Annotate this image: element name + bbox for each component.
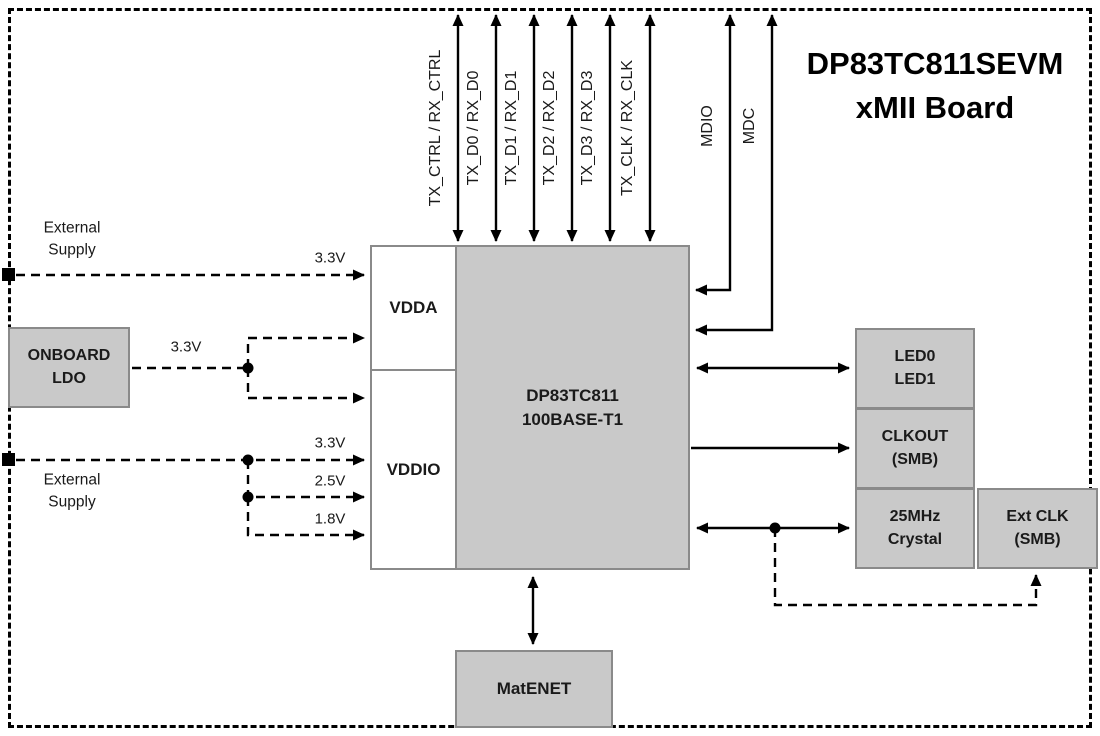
signal-label-tx-rx-d1: TX_D1 / RX_D1 xyxy=(503,70,520,186)
block-dp83tc811-phy: DP83TC811 100BASE-T1 xyxy=(455,245,690,570)
extclk-label-line1: Ext CLK xyxy=(1006,508,1069,526)
title-line2: xMII Board xyxy=(855,90,1015,126)
external-supply-top-line2: Supply xyxy=(48,242,96,259)
ldo-label-line2: LDO xyxy=(52,369,86,387)
chip-label-line2: 100BASE-T1 xyxy=(521,409,624,429)
signal-label-tx-rx-ctrl: TX_CTRL / RX_CTRL xyxy=(427,49,444,207)
title-line1: DP83TC811SEVM xyxy=(806,46,1064,81)
ldo-label-line1: ONBOARD xyxy=(27,347,111,365)
led-label-line1: LED0 xyxy=(894,348,936,366)
signal-label-mdio: MDIO xyxy=(699,105,716,147)
clkout-label-line2: (SMB) xyxy=(891,450,939,468)
voltage-label-top-3v3: 3.3V xyxy=(314,249,346,267)
block-led0-led1: LED0 LED1 xyxy=(855,328,975,409)
crystal-label-line1: 25MHz xyxy=(889,508,941,526)
voltage-label-ldo-3v3: 3.3V xyxy=(170,338,202,356)
led-label-line2: LED1 xyxy=(894,370,936,388)
signal-label-mdc: MDC xyxy=(741,107,758,145)
clkout-label-line1: CLKOUT xyxy=(881,428,949,446)
vdda-label: VDDA xyxy=(389,298,438,318)
chip-label-line1: DP83TC811 xyxy=(526,385,619,405)
block-25mhz-crystal: 25MHz Crystal xyxy=(855,488,975,569)
signal-label-tx-rx-clk: TX_CLK / RX_CLK xyxy=(619,59,636,197)
external-supply-top-label: External Supply xyxy=(44,218,101,263)
voltage-label-io-3v3: 3.3V xyxy=(314,434,346,452)
block-vddio: VDDIO xyxy=(370,369,457,570)
voltage-label-io-2v5: 2.5V xyxy=(314,472,346,490)
voltage-label-io-1v8: 1.8V xyxy=(314,510,346,528)
external-supply-top-line1: External xyxy=(43,219,101,237)
block-vdda: VDDA xyxy=(370,245,457,371)
matenet-label: MatENET xyxy=(496,679,572,699)
crystal-label-line2: Crystal xyxy=(887,530,943,548)
signal-label-tx-rx-d0: TX_D0 / RX_D0 xyxy=(465,70,482,186)
external-supply-bottom-line2: Supply xyxy=(48,494,96,511)
block-ext-clk-smb: Ext CLK (SMB) xyxy=(977,488,1098,569)
vddio-label: VDDIO xyxy=(386,459,441,479)
signal-label-tx-rx-d3: TX_D3 / RX_D3 xyxy=(579,70,596,186)
external-supply-bottom-line1: External xyxy=(43,471,101,489)
diagram-title: DP83TC811SEVM xMII Board xyxy=(775,42,1095,130)
extclk-label-line2: (SMB) xyxy=(1014,530,1061,548)
external-supply-bottom-label: External Supply xyxy=(44,470,101,515)
block-clkout-smb: CLKOUT (SMB) xyxy=(855,408,975,489)
block-matenet: MatENET xyxy=(455,650,613,728)
signal-label-tx-rx-d2: TX_D2 / RX_D2 xyxy=(541,70,558,186)
block-onboard-ldo: ONBOARD LDO xyxy=(8,327,130,408)
